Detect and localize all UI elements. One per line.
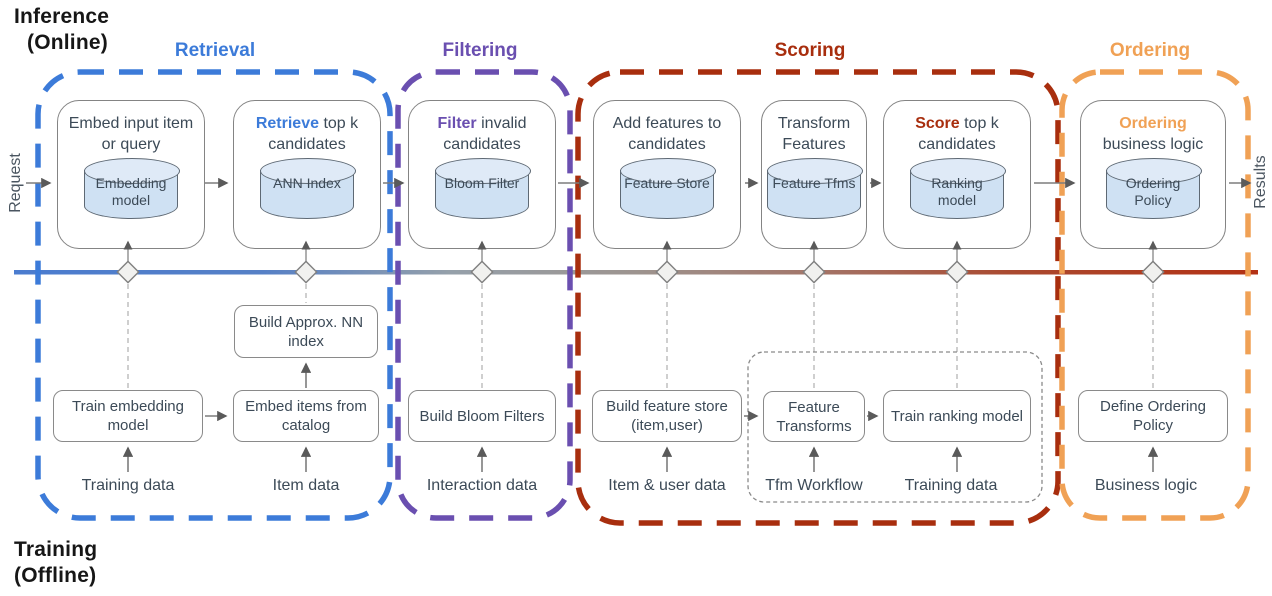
scoring-stage-outline <box>575 69 1061 526</box>
training-box-build-bloom: Build Bloom Filters <box>408 390 556 442</box>
timeline-diamond-feature-store <box>655 260 679 284</box>
training-box-define-ordering: Define Ordering Policy <box>1078 390 1228 442</box>
cylinder-label: Bloom Filter <box>444 175 520 191</box>
timeline-diamond-ann <box>294 260 318 284</box>
box-title: Transform Features <box>762 114 866 155</box>
cylinder-label: Ranking model <box>931 175 983 208</box>
box-title-rest: business logic <box>1102 135 1204 153</box>
training-box-label: Define Ordering Policy <box>1100 398 1206 434</box>
cylinder-label: Feature Tfms <box>772 175 856 191</box>
training-box-label: Train embedding model <box>71 398 184 434</box>
timeline-diamond-ranking <box>945 260 969 284</box>
online-box-retrieve-topk: Retrieve top k candidates ANN Index <box>233 100 381 249</box>
box-title: Score top k candidates <box>884 114 1030 155</box>
data-source-business-logic: Business logic <box>1094 477 1198 494</box>
box-title: Filter invalid candidates <box>409 114 555 155</box>
online-box-filter-invalid: Filter invalid candidates Bloom Filter <box>408 100 556 249</box>
online-box-transform-features: Transform Features Feature Tfms <box>761 100 867 249</box>
box-title-highlight: Filter <box>437 115 477 132</box>
training-box-train-ranking: Train ranking model <box>883 390 1031 442</box>
box-title-rest: Add features to candidates <box>612 115 722 153</box>
online-box-score-topk: Score top k candidates Ranking model <box>883 100 1031 249</box>
data-source-interaction-data: Interaction data <box>426 477 538 494</box>
stage-title-scoring: Scoring <box>774 40 846 61</box>
inference-online-label-line1: Inference <box>14 5 110 28</box>
training-offline-label-line1: Training <box>14 538 98 561</box>
cylinder-embedding-model: Embedding model <box>83 158 180 219</box>
cylinder-feature-store: Feature Store <box>619 158 716 219</box>
training-box-label: Feature Transforms <box>776 398 852 435</box>
timeline-diamond-feature-tfms <box>802 260 826 284</box>
data-source-training-data-2: Training data <box>904 477 998 494</box>
data-source-tfm-workflow: Tfm Workflow <box>765 477 863 494</box>
box-title: Embed input item or query <box>58 114 204 155</box>
online-offline-timeline <box>14 270 1258 275</box>
box-title-rest: Embed input item or query <box>68 115 194 153</box>
tfm-workflow-enclosure <box>747 351 1043 503</box>
cylinder-ordering-policy: Ordering Policy <box>1105 158 1202 219</box>
box-title-highlight: Retrieve <box>255 115 319 132</box>
timeline-diamond-bloom <box>470 260 494 284</box>
training-box-train-embedding: Train embedding model <box>53 390 203 442</box>
training-box-label: Build feature store (item,user) <box>606 398 728 434</box>
timeline-diamond-ordering <box>1141 260 1165 284</box>
filtering-stage-outline <box>395 69 573 521</box>
retrieval-stage-outline <box>35 69 393 521</box>
box-title-highlight: Ordering <box>1119 115 1187 132</box>
box-title-rest: top k candidates <box>918 115 999 153</box>
online-box-add-features: Add features to candidates Feature Store <box>593 100 741 249</box>
stage-title-retrieval: Retrieval <box>174 40 256 61</box>
cylinder-ann-index: ANN Index <box>259 158 356 219</box>
training-box-label: Train ranking model <box>890 407 1023 425</box>
training-box-label: Build Approx. NN index <box>248 313 364 350</box>
box-title-rest: invalid candidates <box>443 115 527 153</box>
training-offline-label-line2: (Offline) <box>14 564 97 587</box>
cylinder-ranking-model: Ranking model <box>909 158 1006 219</box>
online-box-embed-input: Embed input item or query Embedding mode… <box>57 100 205 249</box>
training-box-build-feature-store: Build feature store (item,user) <box>592 390 742 442</box>
training-box-feature-transforms: Feature Transforms <box>763 391 865 442</box>
box-title: Ordering business logic <box>1081 114 1225 155</box>
training-box-build-nn-index: Build Approx. NN index <box>234 305 378 358</box>
cylinder-label: Embedding model <box>95 175 167 208</box>
box-title-rest: Transform Features <box>777 115 851 153</box>
cylinder-bloom-filter: Bloom Filter <box>434 158 531 219</box>
stage-title-filtering: Filtering <box>442 40 518 61</box>
timeline-diamond-embedding <box>116 260 140 284</box>
stage-title-ordering: Ordering <box>1109 40 1191 61</box>
training-box-label: Embed items from catalog <box>245 398 367 434</box>
box-title-highlight: Score <box>915 115 960 132</box>
data-source-item-data: Item data <box>272 477 340 494</box>
data-source-training-data-1: Training data <box>81 477 175 494</box>
box-title-rest: top k candidates <box>268 115 359 153</box>
training-box-label: Build Bloom Filters <box>419 407 545 425</box>
cylinder-label: Ordering Policy <box>1125 175 1181 208</box>
training-box-embed-items: Embed items from catalog <box>233 390 379 442</box>
cylinder-feature-tfms: Feature Tfms <box>766 158 863 219</box>
ordering-stage-outline <box>1059 69 1251 521</box>
cylinder-label: Feature Store <box>624 175 710 191</box>
inference-online-label-line2: (Online) <box>27 31 108 54</box>
box-title: Retrieve top k candidates <box>234 114 380 155</box>
data-source-item-user-data: Item & user data <box>608 477 726 494</box>
box-title: Add features to candidates <box>594 114 740 155</box>
online-box-ordering-logic: Ordering business logic Ordering Policy <box>1080 100 1226 249</box>
cylinder-label: ANN Index <box>273 175 341 191</box>
